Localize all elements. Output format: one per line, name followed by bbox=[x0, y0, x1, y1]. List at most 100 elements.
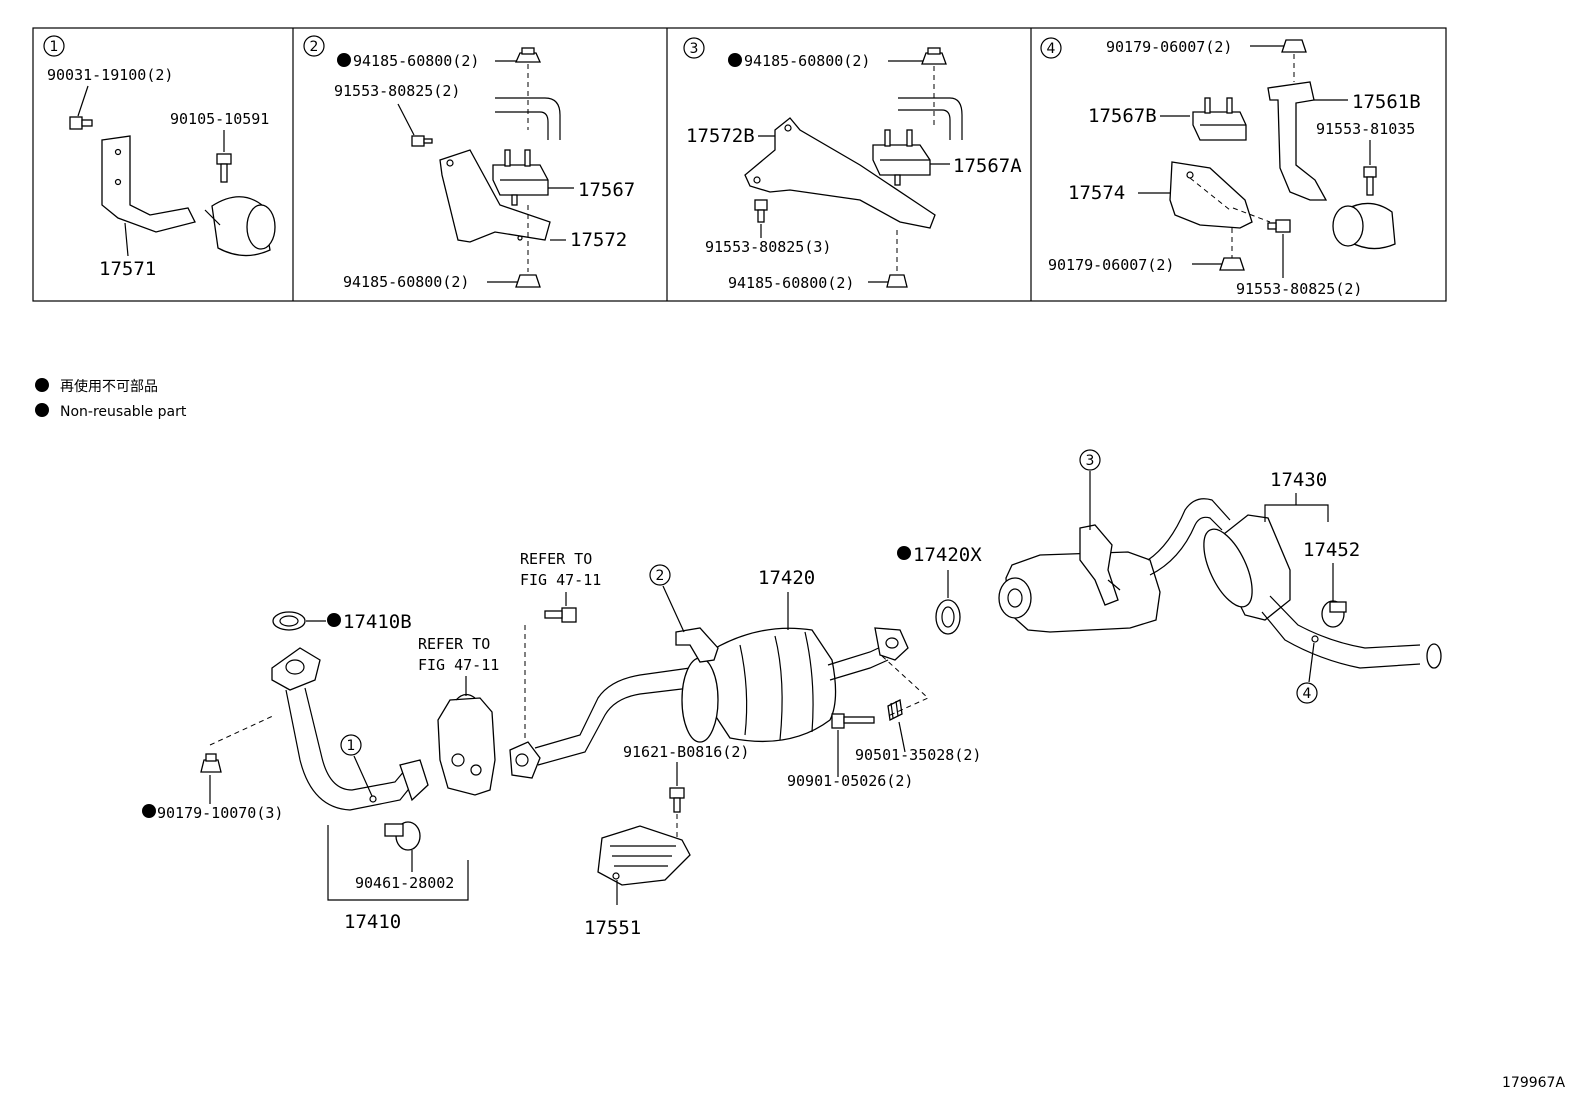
non-reusable-dot bbox=[142, 804, 156, 818]
legend-english: Non-reusable part bbox=[60, 404, 187, 420]
bolt-icon bbox=[411, 135, 433, 147]
svg-text:4: 4 bbox=[1303, 686, 1312, 702]
part-label-17574: 17574 bbox=[1068, 182, 1125, 204]
part-label-90901-05026: 90901-05026(2) bbox=[787, 772, 913, 790]
mount-17567A-icon bbox=[872, 129, 931, 186]
nut-icon bbox=[1219, 257, 1245, 271]
clamp-icon bbox=[1332, 202, 1396, 250]
svg-text:4: 4 bbox=[1047, 41, 1056, 57]
callout-3: 3 bbox=[1079, 449, 1101, 471]
part-label-17561B: 17561B bbox=[1352, 91, 1421, 113]
gasket-17420X-icon bbox=[935, 599, 961, 635]
part-label-17452: 17452 bbox=[1303, 539, 1360, 561]
bolt-icon bbox=[754, 199, 768, 223]
part-label-90105-10591: 90105-10591 bbox=[170, 110, 269, 128]
part-label-90501-35028: 90501-35028(2) bbox=[855, 746, 981, 764]
refer-note-2-line2: FIG 47-11 bbox=[520, 571, 601, 589]
part-label-17572: 17572 bbox=[570, 229, 627, 251]
clamp-icon bbox=[204, 196, 276, 257]
panel-3: 3 94185-60800(2) 17572B 17567A bbox=[683, 37, 1022, 292]
nut-icon bbox=[886, 274, 908, 288]
refer-note-2-line1: REFER TO bbox=[520, 550, 592, 568]
part-label-17567A: 17567A bbox=[953, 155, 1022, 177]
heat-shield-sensor-icon bbox=[437, 693, 496, 796]
nut-icon bbox=[515, 274, 541, 288]
part-label-94185-60800-b: 94185-60800(2) bbox=[343, 273, 469, 291]
bolt-icon bbox=[831, 713, 875, 729]
nut-icon bbox=[514, 47, 542, 63]
nut-icon bbox=[200, 753, 222, 773]
bracket-17574-icon bbox=[1169, 161, 1253, 229]
panel-frame bbox=[32, 27, 1447, 302]
tail-pipe-17430-icon bbox=[998, 498, 1442, 669]
panel-number-4: 4 bbox=[1040, 37, 1062, 59]
part-label-91553-80825-4: 91553-80825(2) bbox=[1236, 280, 1362, 298]
callout-2: 2 bbox=[649, 564, 671, 586]
non-reusable-dot bbox=[35, 378, 49, 392]
non-reusable-dot bbox=[327, 613, 341, 627]
refer-note-1-line2: FIG 47-11 bbox=[418, 656, 499, 674]
legend-japanese: 再使用不可部品 bbox=[60, 378, 158, 395]
bolt-icon bbox=[669, 787, 685, 813]
part-label-94185-60800-c: 94185-60800(2) bbox=[744, 52, 870, 70]
svg-text:3: 3 bbox=[1086, 453, 1095, 469]
part-label-17410B: 17410B bbox=[343, 611, 412, 633]
svg-text:3: 3 bbox=[690, 41, 699, 57]
bolt-icon bbox=[1363, 166, 1377, 196]
part-label-17410: 17410 bbox=[344, 911, 401, 933]
part-label-17430: 17430 bbox=[1270, 469, 1327, 491]
bolt-icon bbox=[1267, 219, 1291, 233]
drawing-id: 179967A bbox=[1502, 1075, 1565, 1091]
panel-number-1: 1 bbox=[43, 35, 65, 57]
part-label-17571: 17571 bbox=[99, 258, 156, 280]
heat-insulator-17551-icon bbox=[597, 825, 691, 886]
non-reusable-dot bbox=[728, 53, 742, 67]
legend: 再使用不可部品 Non-reusable part bbox=[35, 378, 187, 420]
non-reusable-dot bbox=[337, 53, 351, 67]
part-label-91553-80825: 91553-80825(2) bbox=[334, 82, 460, 100]
svg-text:1: 1 bbox=[50, 39, 59, 55]
gasket-17410B-icon bbox=[272, 611, 306, 631]
center-muffler-17420-icon bbox=[509, 627, 909, 779]
svg-text:2: 2 bbox=[656, 568, 665, 584]
panel-number-2: 2 bbox=[303, 35, 325, 57]
part-label-17420: 17420 bbox=[758, 567, 815, 589]
part-label-90031-19100: 90031-19100(2) bbox=[47, 66, 173, 84]
non-reusable-dot bbox=[35, 403, 49, 417]
clamp-icon bbox=[384, 821, 421, 851]
bracket-17572B-icon bbox=[744, 117, 936, 229]
front-pipe-17410-icon bbox=[271, 647, 429, 811]
part-label-91621-B0816: 91621-B0816(2) bbox=[623, 743, 749, 761]
part-label-90461-28002: 90461-28002 bbox=[355, 874, 454, 892]
part-label-91553-81035: 91553-81035 bbox=[1316, 120, 1415, 138]
refer-note-1-line1: REFER TO bbox=[418, 635, 490, 653]
nut-icon bbox=[921, 47, 947, 65]
part-label-94185-60800-d: 94185-60800(2) bbox=[728, 274, 854, 292]
panel-1: 1 90031-19100(2) 17571 90105-10591 bbox=[43, 35, 276, 280]
callout-4: 4 bbox=[1296, 682, 1318, 704]
bolt-icon bbox=[216, 153, 232, 183]
panel-number-3: 3 bbox=[683, 37, 705, 59]
part-label-17551: 17551 bbox=[584, 917, 641, 939]
bracket-17572-icon bbox=[439, 149, 551, 243]
part-label-94185-60800-a: 94185-60800(2) bbox=[353, 52, 479, 70]
nut-icon bbox=[1281, 39, 1307, 53]
part-label-90179-06007-b: 90179-06007(2) bbox=[1048, 256, 1174, 274]
non-reusable-dot bbox=[897, 546, 911, 560]
panel-4: 4 90179-06007(2) 17561B 17567B 91553-810… bbox=[1040, 37, 1421, 298]
bracket-17571-icon bbox=[101, 135, 196, 233]
clamp-icon bbox=[1321, 600, 1347, 628]
part-label-17420X: 17420X bbox=[913, 544, 982, 566]
callout-1: 1 bbox=[340, 734, 362, 756]
panel-2: 2 94185-60800(2) 91553-80825(2) bbox=[303, 35, 635, 291]
part-label-17567: 17567 bbox=[578, 179, 635, 201]
part-label-17567B: 17567B bbox=[1088, 105, 1157, 127]
part-label-90179-06007-a: 90179-06007(2) bbox=[1106, 38, 1232, 56]
svg-text:2: 2 bbox=[310, 39, 319, 55]
svg-text:1: 1 bbox=[347, 738, 356, 754]
part-label-90179-10070: 90179-10070(3) bbox=[157, 804, 283, 822]
mount-17567-icon bbox=[492, 149, 549, 206]
part-label-91553-80825-3: 91553-80825(3) bbox=[705, 238, 831, 256]
mount-17567B-icon bbox=[1192, 97, 1247, 141]
